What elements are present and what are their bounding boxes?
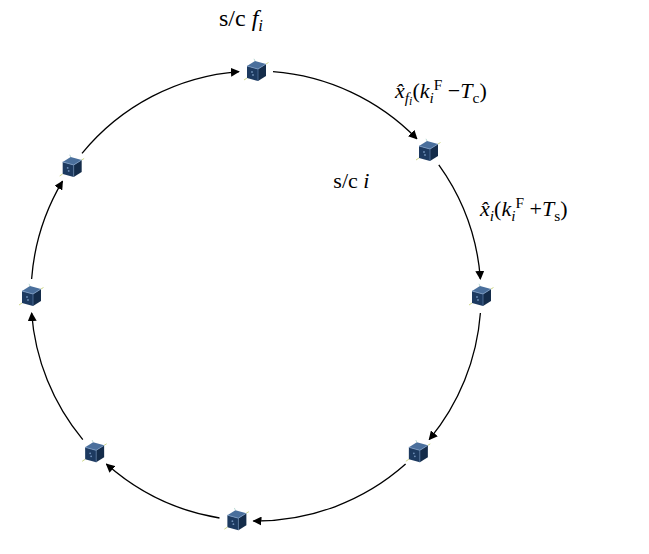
text-run: f bbox=[405, 89, 409, 106]
text-run: k bbox=[501, 196, 511, 221]
text-run bbox=[246, 5, 252, 31]
orbit-arrow bbox=[253, 464, 405, 521]
text-run bbox=[442, 78, 448, 103]
orbit-arrow bbox=[429, 313, 480, 440]
spacecraft-icon bbox=[60, 155, 85, 177]
text-run: c bbox=[235, 5, 246, 31]
text-run bbox=[524, 196, 530, 221]
state-label: x̂i(kiF +Ts) bbox=[480, 194, 567, 226]
spacecraft-icon bbox=[406, 440, 431, 462]
spacecraft: s/c fi bbox=[243, 58, 269, 84]
orbit-arrow bbox=[32, 181, 63, 279]
text-run: s bbox=[333, 168, 342, 193]
text-run: x̂ bbox=[480, 196, 490, 221]
orbit-arrow bbox=[106, 464, 219, 518]
spacecraft-label: s/c fi bbox=[219, 4, 263, 36]
text-run: T bbox=[542, 196, 554, 221]
text-run: + bbox=[529, 196, 541, 221]
spacecraft-icon bbox=[82, 440, 107, 462]
text-run: c bbox=[473, 89, 480, 106]
text-run: / bbox=[342, 168, 348, 193]
text-run: ( bbox=[412, 78, 419, 103]
text-run: s bbox=[554, 207, 560, 224]
spacecraft-icon bbox=[243, 58, 269, 84]
orbit-arrow bbox=[32, 313, 83, 440]
orbit-arrow bbox=[82, 72, 239, 154]
text-run: c bbox=[348, 168, 358, 193]
spacecraft-label: s/c i bbox=[333, 168, 369, 194]
text-run: s bbox=[219, 5, 228, 31]
text-run: i bbox=[363, 168, 369, 193]
text-run: i bbox=[430, 89, 434, 106]
text-run: / bbox=[228, 5, 235, 31]
text-run: F bbox=[434, 76, 443, 93]
orbit-arrow bbox=[439, 165, 481, 279]
spacecraft-icon bbox=[415, 138, 441, 164]
spacecraft-icon bbox=[469, 284, 494, 306]
text-run: ( bbox=[494, 196, 501, 221]
text-run: i bbox=[258, 16, 263, 35]
text-run: i bbox=[490, 207, 494, 224]
text-run: i bbox=[511, 207, 515, 224]
spacecraft-icon bbox=[224, 508, 249, 530]
orbit-arrow bbox=[273, 72, 417, 139]
text-run: i bbox=[409, 94, 412, 108]
spacecraft-icon bbox=[19, 284, 44, 306]
text-run: T bbox=[460, 78, 472, 103]
text-run: − bbox=[448, 78, 460, 103]
text-run: ) bbox=[479, 78, 486, 103]
text-run: x̂ bbox=[395, 78, 405, 103]
text-run: ) bbox=[560, 196, 567, 221]
spacecraft: s/c i bbox=[415, 138, 441, 164]
text-run: F bbox=[515, 194, 524, 211]
text-run: f bbox=[252, 5, 259, 31]
text-run bbox=[358, 168, 364, 193]
text-run: k bbox=[420, 78, 430, 103]
edge-label: x̂fi(kiF −Tc) bbox=[395, 76, 487, 109]
